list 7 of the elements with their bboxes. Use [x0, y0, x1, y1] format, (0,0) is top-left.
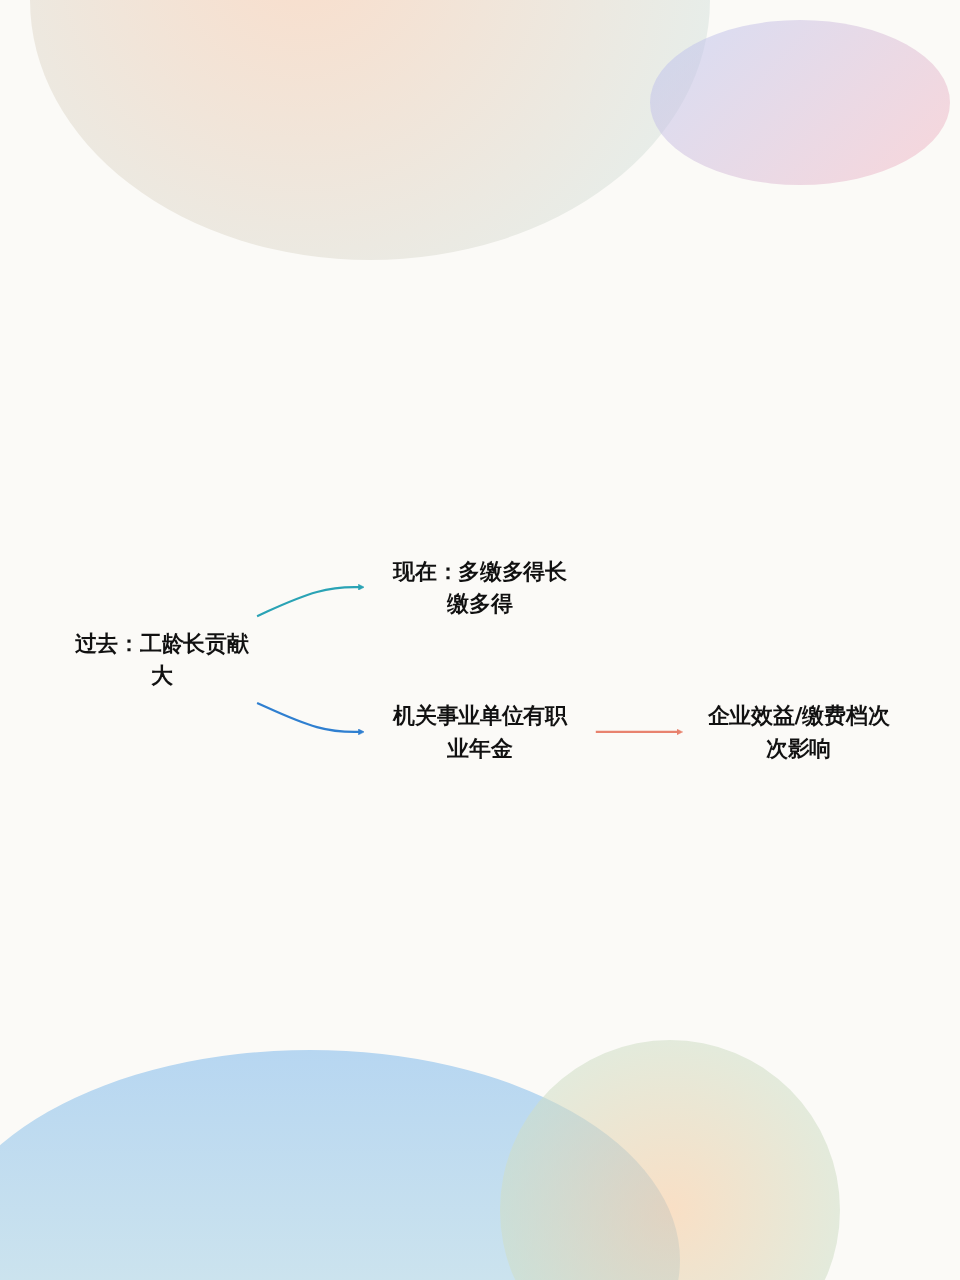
- node-text: 现在：多缴多得长缴多得: [393, 558, 567, 617]
- node-text: 过去：工龄长贡献大: [74, 631, 249, 689]
- node-text: 机关事业单位有职业年金: [393, 703, 567, 762]
- arrow: [256, 702, 365, 736]
- node-text: 企业效益/缴费档次次影响: [707, 703, 890, 762]
- arrow: [595, 729, 683, 736]
- arrow: [256, 584, 365, 618]
